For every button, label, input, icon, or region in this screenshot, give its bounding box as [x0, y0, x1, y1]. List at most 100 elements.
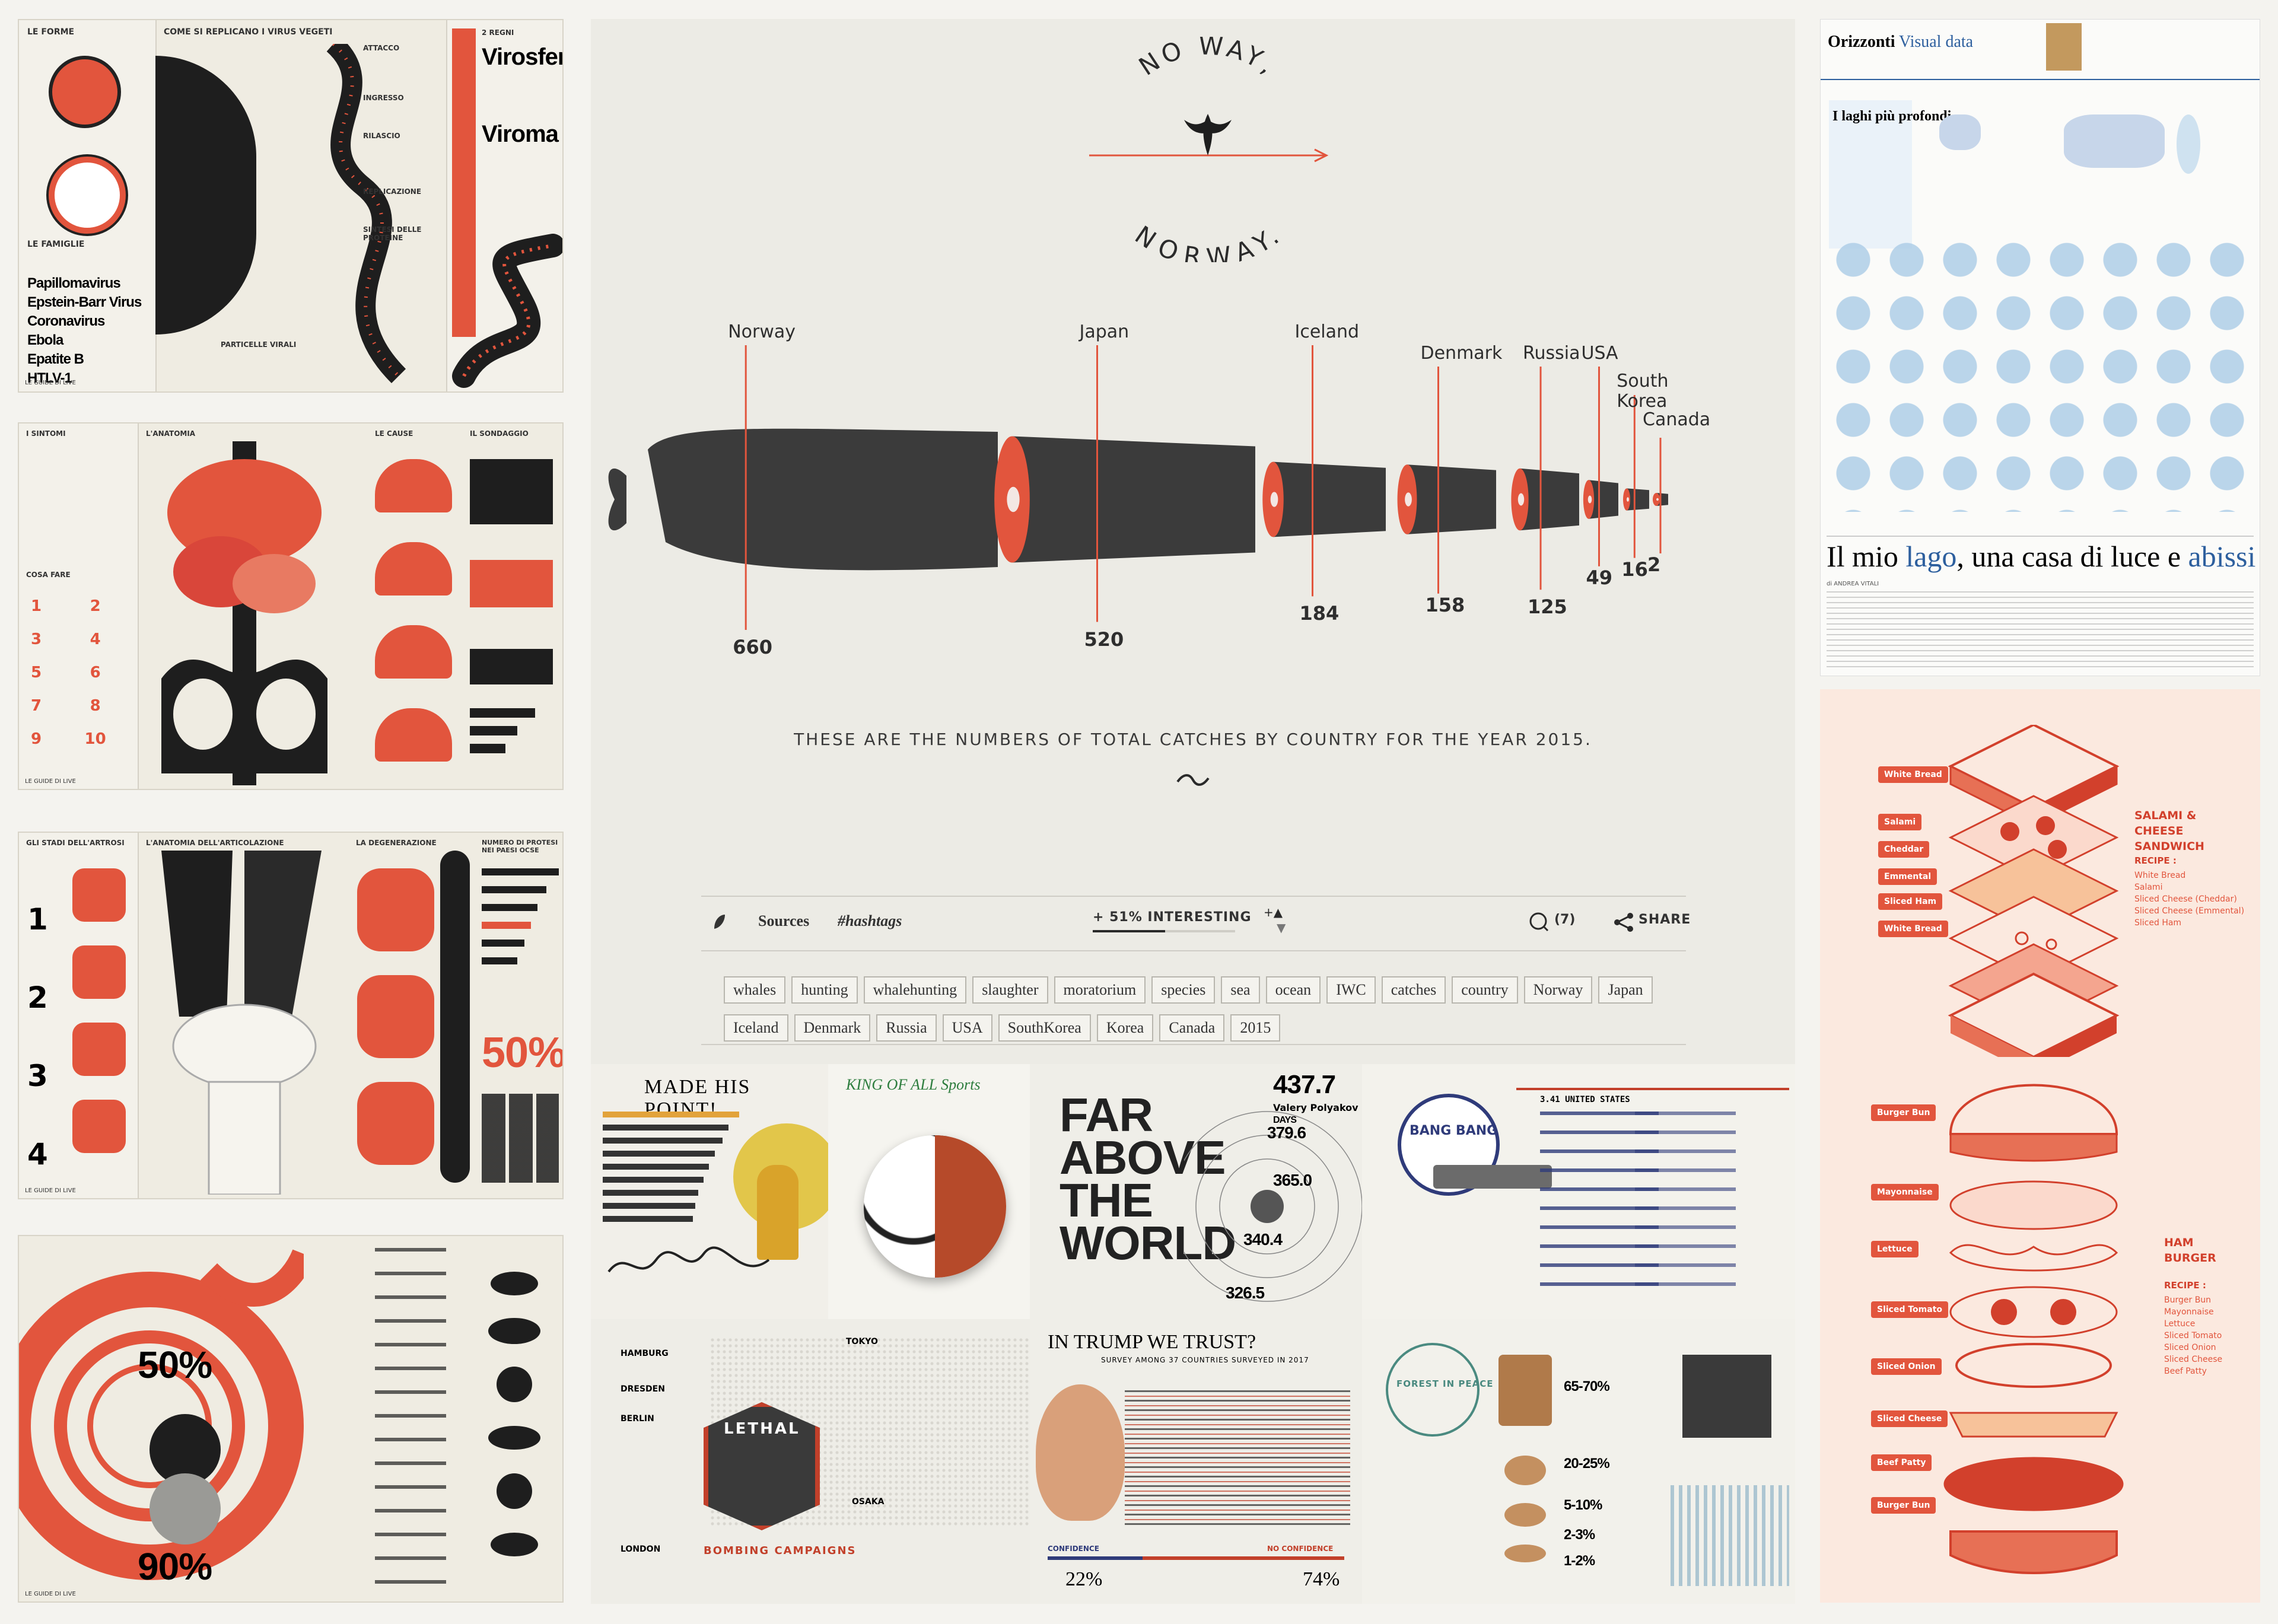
- leaf-icon: [714, 915, 725, 929]
- joint-illustration: [357, 975, 434, 1058]
- hashtag-chip[interactable]: Iceland: [724, 1014, 788, 1042]
- bar: [603, 1203, 696, 1209]
- forest-in-peace-tile: FOREST IN PEACE 65-70% 20-25% 5-10% 2-3%…: [1362, 1319, 1795, 1604]
- joint-illustration: [72, 1023, 126, 1076]
- hashtag-chip[interactable]: USA: [942, 1014, 992, 1042]
- hashtag-chip[interactable]: ocean: [1265, 976, 1321, 1004]
- sources-link[interactable]: Sources: [758, 912, 810, 929]
- hashtag-chip[interactable]: Korea: [1096, 1014, 1154, 1042]
- sandwich-layer-label: Sliced Ham: [1878, 893, 1943, 910]
- whale-catch-chart: [608, 345, 1668, 630]
- log-illustration: [1504, 1545, 1546, 1562]
- forest-badge: [1386, 1343, 1480, 1437]
- list-item: HTLV-1: [27, 370, 72, 386]
- country-value: 158: [1425, 593, 1465, 616]
- hashtag-chip[interactable]: catches: [1381, 976, 1446, 1004]
- hashtags-link[interactable]: #hashtags: [838, 912, 902, 929]
- country-label: Russia: [1523, 343, 1580, 364]
- chart-caption: THESE ARE THE NUMBERS OF TOTAL CATCHES B…: [794, 730, 1592, 749]
- step-number: 2: [90, 597, 101, 615]
- recipe-item: Sliced Tomato: [2164, 1331, 2222, 1340]
- step-number: 5: [31, 664, 42, 682]
- joint-illustration: [357, 1082, 434, 1165]
- list-item: Epstein-Barr Virus: [27, 294, 142, 310]
- whale-segment: [1397, 367, 1496, 594]
- record-unit: DAYS: [1273, 1115, 1297, 1125]
- hashtag-chip[interactable]: Denmark: [794, 1014, 871, 1042]
- downvote-icon[interactable]: ▼: [1277, 921, 1286, 935]
- hashtag-chip[interactable]: Canada: [1159, 1014, 1225, 1042]
- stage-number: 3: [27, 1059, 48, 1093]
- sandwich-title: SALAMI & CHEESE SANDWICH: [2134, 809, 2204, 853]
- recipe-label: RECIPE :: [2164, 1280, 2206, 1291]
- lakes-list-box: [1829, 100, 1912, 249]
- knee-illustration: [161, 851, 322, 1195]
- hashtag-chip[interactable]: species: [1151, 976, 1216, 1004]
- tilde-divider: [1176, 774, 1210, 786]
- joint-illustration: [72, 1100, 126, 1153]
- tile-subtitle: BOMBING CAMPAIGNS: [704, 1545, 857, 1557]
- section-heading: L'ANATOMIA DELL'ARTICOLAZIONE: [146, 839, 284, 847]
- cause-percent: 5-10%: [1564, 1497, 1602, 1513]
- recipe-item: Sliced Ham: [2134, 918, 2182, 928]
- burger-layer-label: Sliced Tomato: [1871, 1301, 1949, 1318]
- comment-count[interactable]: (7): [1554, 912, 1576, 927]
- country-label: Japan: [1079, 321, 1130, 342]
- torso-illustration: [161, 441, 327, 785]
- share-icon[interactable]: [1614, 912, 1634, 932]
- headline-part: abissi: [2188, 540, 2256, 573]
- hashtag-chip[interactable]: SouthKorea: [998, 1014, 1091, 1042]
- oecd-bars: [482, 868, 559, 964]
- record-value: 365.0: [1273, 1171, 1312, 1189]
- hashtag-chip[interactable]: 2015: [1230, 1014, 1281, 1042]
- step-number: 1: [31, 597, 42, 615]
- hashtag-chip[interactable]: Japan: [1598, 976, 1653, 1004]
- country-label: Norway: [728, 321, 796, 342]
- membrane-curve: [326, 44, 406, 384]
- sandwich-burger-poster: White Bread Salami Cheddar Emmental Slic…: [1820, 689, 2260, 1603]
- city-label: BERLIN: [621, 1414, 654, 1424]
- hashtag-chip[interactable]: Russia: [876, 1014, 937, 1042]
- hashtag-chip[interactable]: IWC: [1326, 976, 1376, 1004]
- hashtag-chip[interactable]: sea: [1221, 976, 1260, 1004]
- step-label: REPLICAZIONE: [363, 187, 422, 196]
- fish-icons: [488, 1272, 540, 1556]
- hashtag-chip[interactable]: hunting: [791, 976, 858, 1004]
- hashtag-chip[interactable]: whalehunting: [863, 976, 967, 1004]
- burger-recipe: Burger Bun Mayonnaise Lettuce Sliced Tom…: [2164, 1294, 2247, 1377]
- anatomy-spread: I SINTOMI COSA FARE 1 2 3 4 5 6 7 8 9 10…: [18, 422, 564, 790]
- step-number: 8: [90, 697, 101, 715]
- hashtag-chip[interactable]: moratorium: [1054, 976, 1146, 1004]
- country-value: 184: [1299, 602, 1340, 625]
- orbit-diagram: [1184, 1111, 1362, 1302]
- whale-segment: [994, 345, 1255, 622]
- bar: [603, 1190, 698, 1196]
- logo-line-1: NO WAY,: [1134, 37, 1279, 81]
- virus-tail-illustration: [452, 234, 562, 388]
- comment-icon[interactable]: [1528, 911, 1550, 932]
- hashtag-chip[interactable]: whales: [724, 976, 786, 1004]
- revolver-illustration: [1433, 1165, 1552, 1189]
- hashtag-chip[interactable]: Norway: [1523, 976, 1593, 1004]
- no-confidence-percent: 74%: [1303, 1568, 1340, 1590]
- record-value: 340.4: [1243, 1230, 1283, 1249]
- city-label: TOKYO: [846, 1337, 878, 1346]
- joint-illustration: [72, 945, 126, 999]
- share-button[interactable]: SHARE: [1638, 912, 1691, 927]
- step-label: PARTICELLE VIRALI: [221, 340, 297, 349]
- bar: [603, 1177, 704, 1183]
- step-label: RILASCIO: [363, 132, 400, 140]
- whale-body: [1273, 461, 1386, 537]
- whale-body: [648, 428, 998, 571]
- country-value: 660: [733, 636, 772, 658]
- upvote-icon[interactable]: +▲: [1264, 905, 1283, 919]
- hashtag-chip[interactable]: slaughter: [972, 976, 1048, 1004]
- stage-numbers: 1 2 3 4: [27, 880, 48, 1193]
- cause-percent: 2-3%: [1564, 1527, 1595, 1543]
- whale-segment: [1262, 345, 1386, 597]
- factory-illustration: [1682, 1355, 1771, 1438]
- lake-grid: [1827, 233, 2254, 512]
- hashtag-chip[interactable]: country: [1452, 976, 1518, 1004]
- sandwich-layer-label: Salami: [1878, 814, 1922, 830]
- timeline-bar: [440, 851, 470, 1183]
